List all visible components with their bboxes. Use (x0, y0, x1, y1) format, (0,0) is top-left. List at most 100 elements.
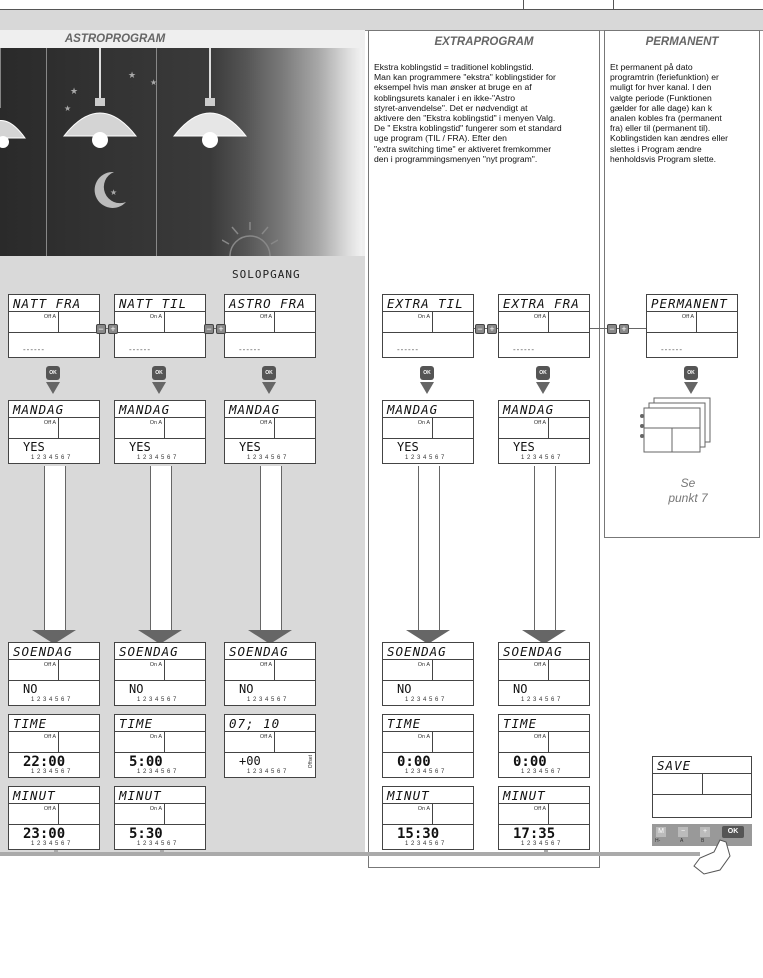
lcd-value: 15:30 (397, 826, 440, 842)
lcd-title: SOENDAG (119, 644, 179, 659)
down-arrow-icon (248, 630, 292, 644)
lcd-status: Off A (533, 806, 546, 812)
lcd-title: SOENDAG (503, 644, 563, 659)
lcd-status: Off A (43, 734, 56, 740)
lcd-status: On A (417, 420, 430, 426)
permanent-title: PERMANENT (645, 36, 719, 48)
lcd-title: MANDAG (503, 402, 555, 417)
connector-line (474, 328, 498, 329)
lcd-status: On A (417, 314, 430, 320)
plus-button[interactable]: + (619, 324, 629, 334)
connector-line (206, 328, 224, 329)
lcd-title: MINUT (13, 788, 56, 803)
lcd-title: TIME (119, 716, 154, 731)
lcd-placeholder: ------ (397, 345, 419, 354)
star-icon: ★ (128, 70, 137, 80)
lcd-status: Off A (43, 420, 56, 426)
header-divider (613, 0, 614, 9)
lcd-value: YES (397, 440, 419, 454)
lcd-status: Off A (533, 314, 546, 320)
ok-button[interactable]: OK (152, 366, 166, 380)
moon-icon (94, 171, 126, 208)
star-icon: ★ (64, 104, 72, 113)
minus-button[interactable]: − (475, 324, 485, 334)
header-bar (0, 0, 763, 10)
flow-drop-line (160, 850, 164, 852)
key-ok-button[interactable]: OK (722, 826, 744, 838)
lcd-title: TIME (387, 716, 422, 731)
lcd-status: Off A (259, 314, 272, 320)
plus-button[interactable]: + (216, 324, 226, 334)
flow-arrow-shaft (534, 466, 556, 632)
minus-button[interactable]: − (607, 324, 617, 334)
save-screen: SAVE (652, 756, 752, 818)
lcd-status: Off A (533, 420, 546, 426)
down-arrow-icon (420, 382, 434, 394)
lcd-title: EXTRA TIL (387, 296, 464, 311)
lamp-icon (62, 48, 138, 148)
lcd-days: 1 2 3 4 5 6 7 (521, 455, 561, 461)
plus-button[interactable]: + (108, 324, 118, 334)
flow-line (0, 852, 700, 856)
lcd-status: On A (149, 420, 162, 426)
lcd-days: 1 2 3 4 5 6 7 (247, 455, 287, 461)
lcd-title: SOENDAG (229, 644, 289, 659)
key-label: B (701, 838, 705, 844)
lcd-screen: EXTRA TIL On A ------ (382, 294, 474, 358)
permanent-description: Et permanent på dato programtrin (ferief… (610, 62, 728, 164)
lcd-status: Off A (533, 662, 546, 668)
lcd-days: 1 2 3 4 5 6 7 (521, 769, 561, 775)
lcd-days: 1 2 3 4 5 6 7 (521, 697, 561, 703)
lcd-title: EXTRA FRA (503, 296, 580, 311)
key-minus-button[interactable]: − (678, 827, 688, 837)
minus-button[interactable]: − (96, 324, 106, 334)
lcd-days: 1 2 3 4 5 6 7 (405, 697, 445, 703)
lamp-icon (0, 48, 26, 148)
down-arrow-icon (152, 382, 166, 394)
lcd-title: SOENDAG (387, 644, 447, 659)
lcd-value: NO (129, 682, 144, 696)
down-arrow-icon (684, 382, 698, 394)
flow-drop-line (544, 850, 548, 852)
connector-line (100, 328, 114, 329)
minus-button[interactable]: − (204, 324, 214, 334)
lcd-status: Off A (681, 314, 694, 320)
lcd-days: 1 2 3 4 5 6 7 (247, 697, 287, 703)
save-keypad: M − + OK H- A B (652, 824, 752, 846)
lcd-value: NO (397, 682, 412, 696)
key-menu-button[interactable]: M (656, 827, 666, 837)
ok-button[interactable]: OK (684, 366, 698, 380)
sky-divider (156, 48, 157, 256)
sun-icon (222, 222, 278, 256)
lcd-days: 1 2 3 4 5 6 7 (31, 841, 71, 847)
lcd-days: 1 2 3 4 5 6 7 (137, 769, 177, 775)
ok-button[interactable]: OK (46, 366, 60, 380)
lcd-days: 1 2 3 4 5 6 7 (521, 841, 561, 847)
lcd-days: 1 2 3 4 5 6 7 (247, 769, 287, 775)
astro-title: ASTROPROGRAM (64, 33, 166, 45)
ok-button[interactable]: OK (262, 366, 276, 380)
header-band (0, 10, 763, 31)
ok-button[interactable]: OK (420, 366, 434, 380)
plus-button[interactable]: + (487, 324, 497, 334)
lcd-title: MINUT (503, 788, 546, 803)
key-plus-button[interactable]: + (700, 827, 710, 837)
lcd-status: On A (417, 806, 430, 812)
down-arrow-icon (406, 630, 450, 644)
lcd-title: MANDAG (229, 402, 281, 417)
ok-button[interactable]: OK (536, 366, 550, 380)
extra-title: EXTRAPROGRAM (434, 36, 534, 48)
key-label: H- (655, 838, 661, 844)
